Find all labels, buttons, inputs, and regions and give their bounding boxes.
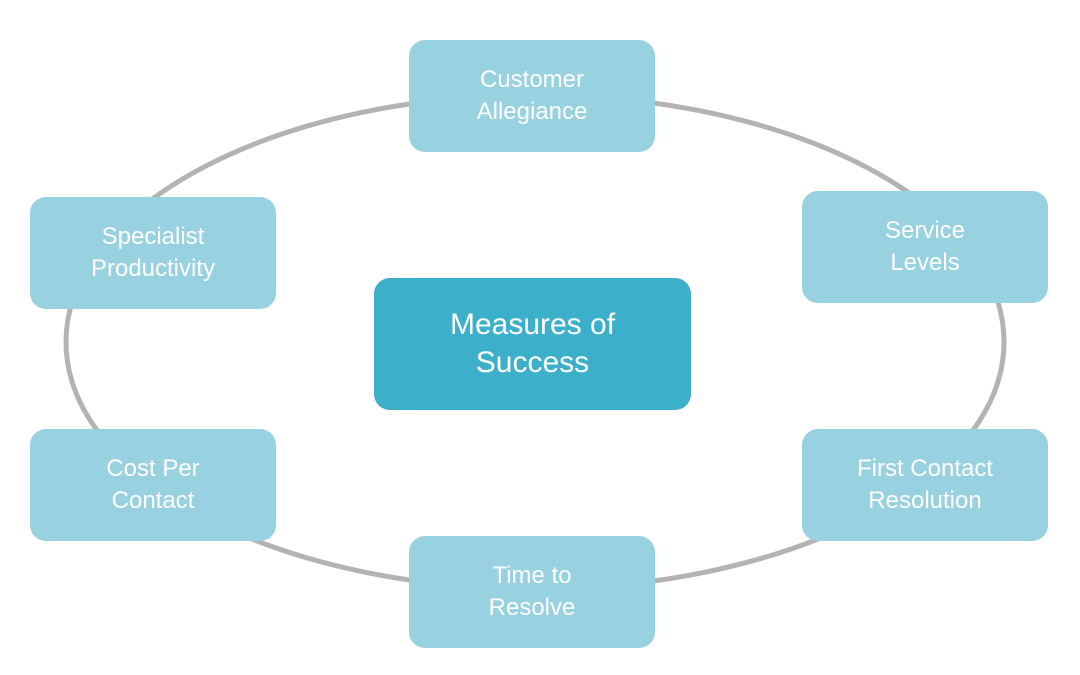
node-first-contact-resolution: First Contact Resolution — [802, 429, 1048, 541]
node-service-levels: Service Levels — [802, 191, 1048, 303]
node-label: Time to Resolve — [488, 562, 576, 621]
center-label: Measures of Success — [449, 308, 616, 379]
node-label: First Contact Resolution — [856, 455, 994, 514]
node-label: Cost Per Contact — [106, 455, 200, 514]
node-cost-per-contact: Cost Per Contact — [30, 429, 276, 541]
node-time-to-resolve: Time to Resolve — [409, 536, 655, 648]
node-label: Specialist Productivity — [90, 223, 216, 282]
node-label: Customer Allegiance — [476, 66, 588, 125]
node-customer-allegiance: Customer Allegiance — [409, 40, 655, 152]
center-node-measures-of-success: Measures of Success — [374, 278, 691, 410]
node-specialist-productivity: Specialist Productivity — [30, 197, 276, 309]
node-label: Service Levels — [884, 217, 966, 276]
